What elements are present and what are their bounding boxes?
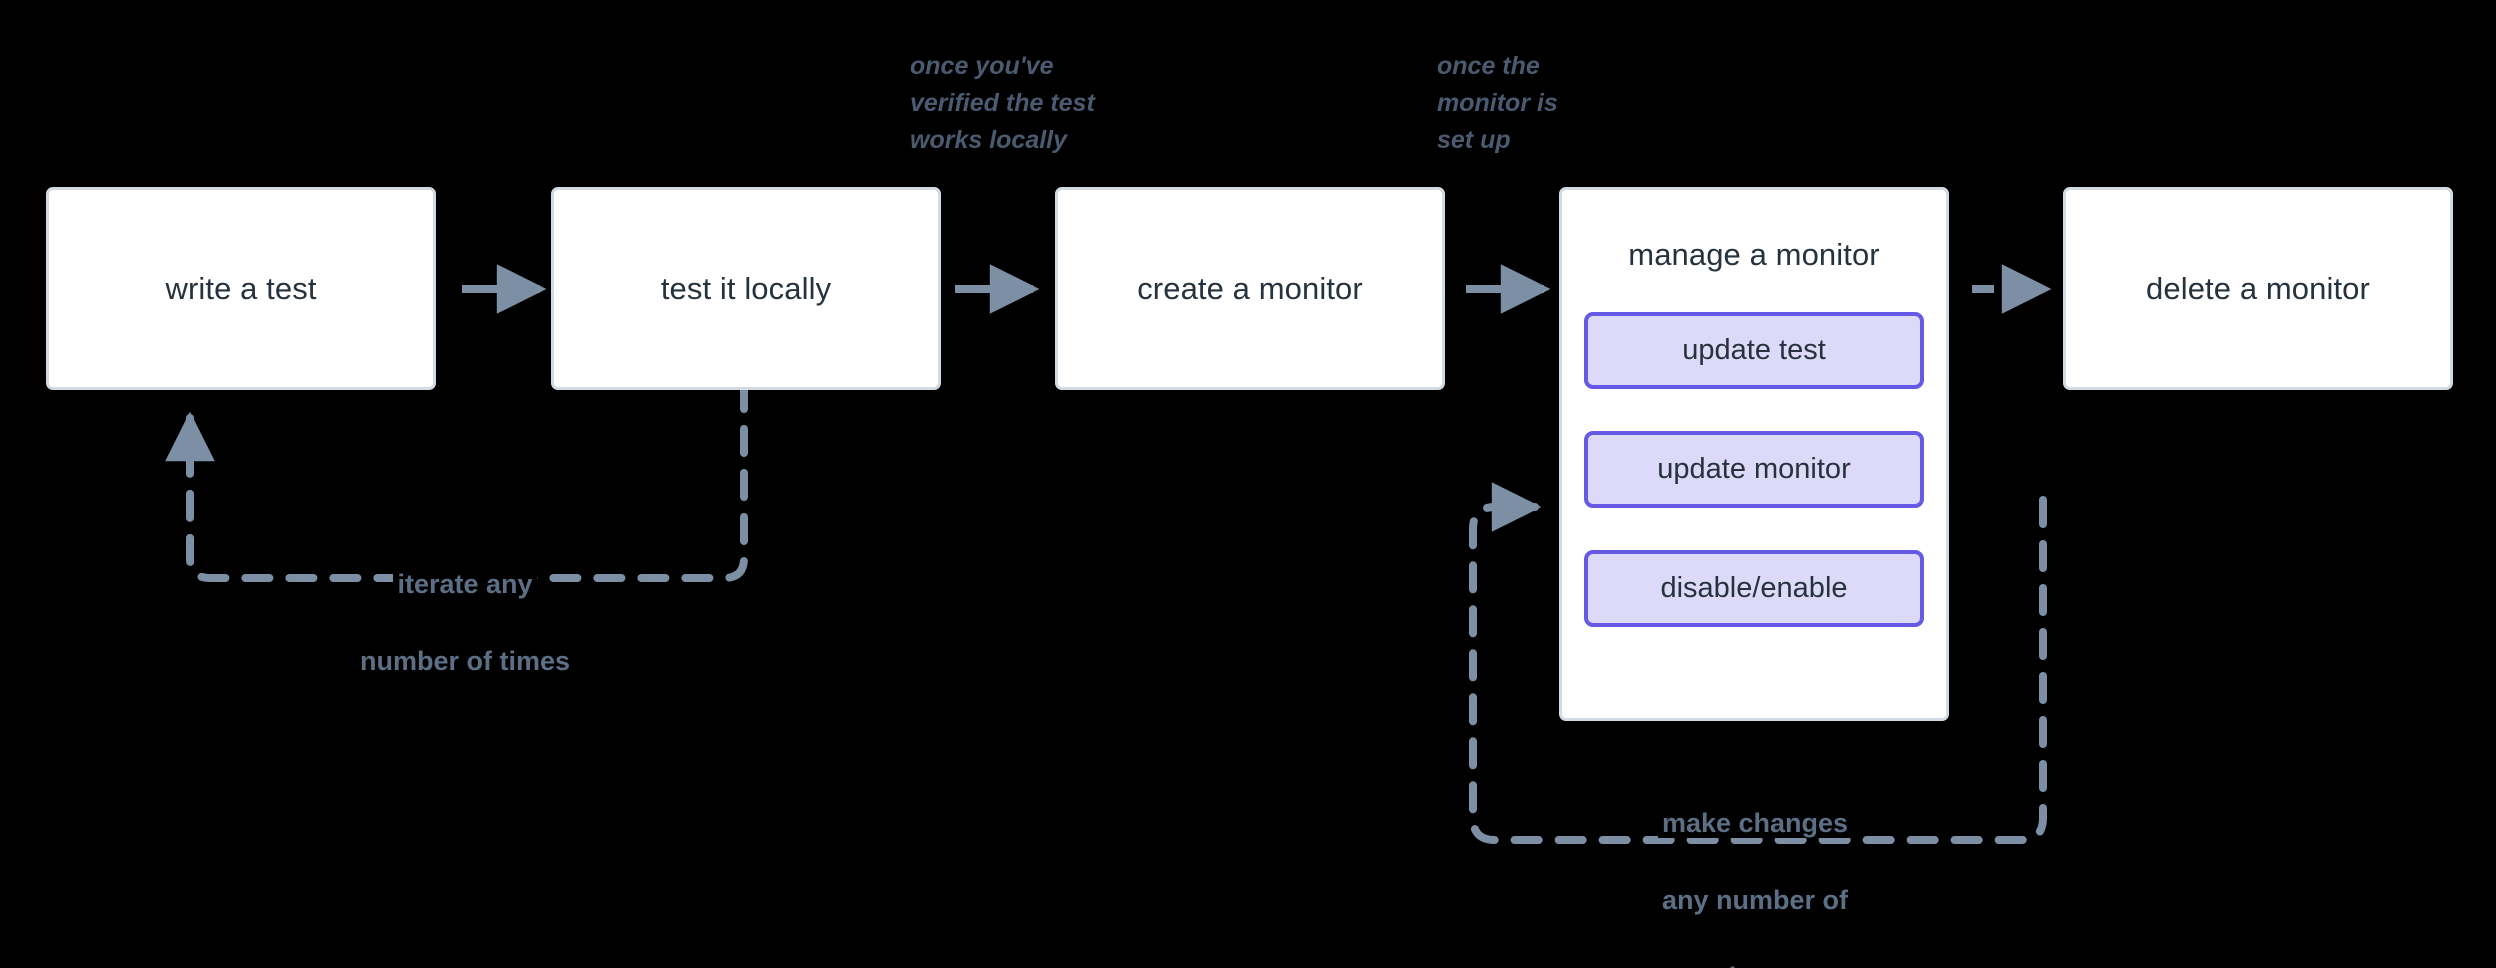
node-label: delete a monitor	[2146, 270, 2370, 306]
loop-label-line1: make changes	[1657, 808, 1853, 839]
subnode-update-test[interactable]: update test	[1584, 312, 1924, 390]
node-test-it-locally[interactable]: test it locally	[551, 187, 941, 390]
loop-label-line3: times	[1715, 961, 1795, 968]
node-label: test it locally	[660, 270, 832, 306]
node-manage-a-monitor[interactable]: manage a monitor update test update moni…	[1559, 187, 1949, 721]
subnode-label: disable/enable	[1660, 572, 1848, 605]
subnode-label: update monitor	[1657, 453, 1851, 486]
subnode-update-monitor[interactable]: update monitor	[1584, 431, 1924, 509]
annotation-setup: once the monitor is set up	[1437, 52, 1558, 154]
loop-label-iterate: iterate any number of times	[330, 527, 600, 680]
subnode-label: update test	[1682, 334, 1826, 367]
loop-label-make-changes: make changes any number of times	[1615, 766, 1895, 968]
node-label: create a monitor	[1137, 270, 1363, 306]
node-delete-a-monitor[interactable]: delete a monitor	[2063, 187, 2453, 390]
loop-label-line1: iterate any	[393, 569, 537, 600]
subnode-disable-enable[interactable]: disable/enable	[1584, 550, 1924, 628]
node-create-a-monitor[interactable]: create a monitor	[1055, 187, 1445, 390]
loop-label-line2: any number of	[1657, 884, 1853, 915]
annotation-verified: once you've verified the test works loca…	[910, 52, 1095, 154]
node-label: write a test	[165, 270, 317, 306]
node-label: manage a monitor	[1628, 237, 1880, 272]
loop-label-line2: number of times	[355, 645, 575, 676]
node-write-a-test[interactable]: write a test	[46, 187, 436, 390]
